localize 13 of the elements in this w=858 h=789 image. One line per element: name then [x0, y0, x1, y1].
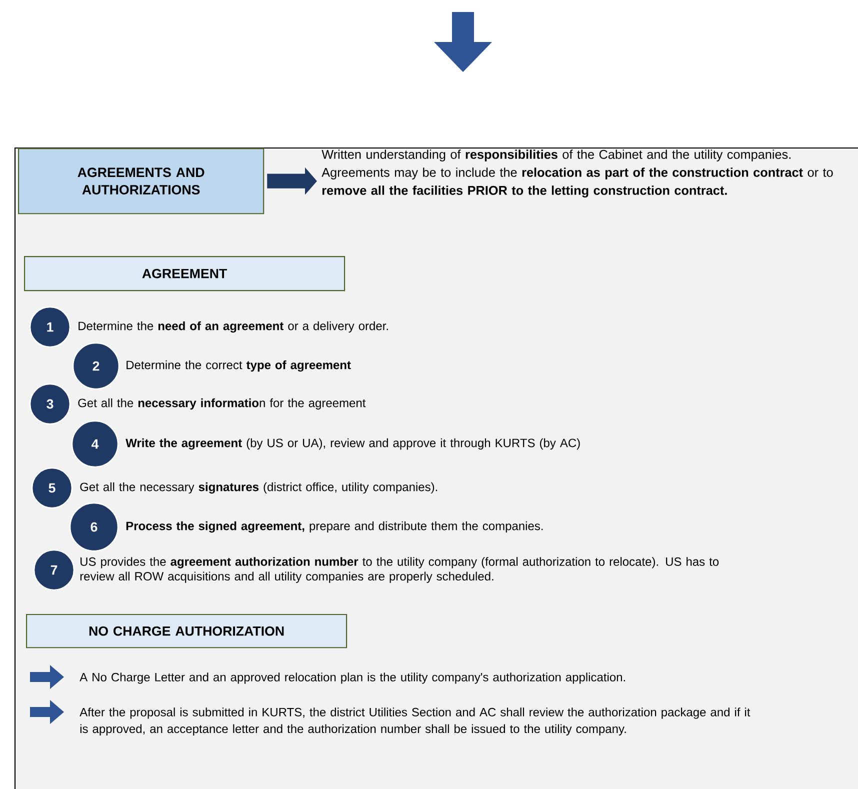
step-text: Get all the necessary information for the agreement: [78, 398, 366, 410]
bullet-text: A No Charge Letter and an approved relocation plan is the utility company's authorization application.: [80, 672, 625, 684]
heading-box: AGREEMENTS AND AUTHORIZATIONS: [18, 148, 264, 214]
description-text: Written understanding of responsibilities of the Cabinet and the utility companies. Agreements may be to include the relocation as part of the construction contract or to remove all the facilities PRIOR to the letting construction contract.: [322, 150, 833, 198]
step-text: Determine the correct type of agreement: [126, 360, 351, 372]
heading-box: NO CHARGE AUTHORIZATION: [26, 614, 348, 648]
step-text: Write the agreement (by US or UA), review and approve it through KURTS (by AC): [126, 438, 580, 450]
step-text: Determine the need of an agreement or a delivery order.: [78, 321, 388, 333]
bullet-text: After the proposal is submitted in KURTS, the district Utilities Section and AC shall review the authorization package and if it is approved, an acceptance letter and the authorization number shall be issued to the utility company.: [80, 708, 750, 736]
step-text: US provides the agreement authorization number to the utility company (formal authorization to relocate). US has to review all ROW acquisitions and all utility companies are properly scheduled.: [80, 557, 719, 583]
heading-box: AGREEMENT: [24, 256, 346, 292]
step-text: Process the signed agreement, prepare and distribute them the companies.: [126, 521, 543, 533]
step-text: Get all the necessary signatures (district office, utility companies).: [80, 482, 438, 494]
